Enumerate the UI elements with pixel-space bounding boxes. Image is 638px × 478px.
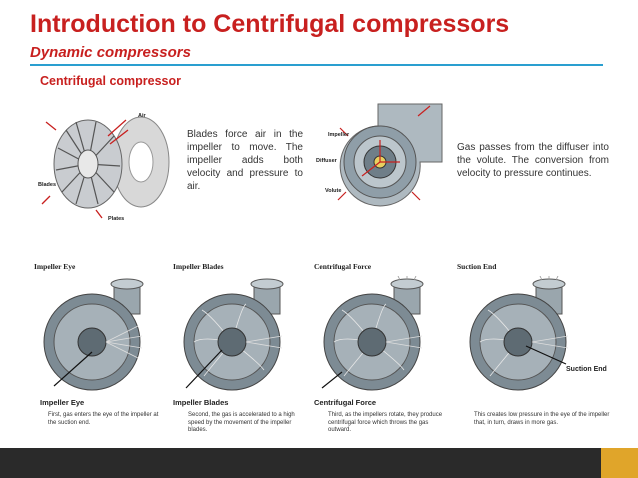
stage-caption-suction-end: This creates low pressure in the eye of … bbox=[474, 412, 610, 426]
stage-illustration-suction-end bbox=[469, 276, 569, 391]
label-volute: Volute bbox=[325, 188, 342, 194]
stage-label-impeller-blades: Impeller Blades bbox=[173, 398, 229, 407]
stage-illustration-impeller-blades bbox=[183, 278, 284, 391]
footer-accent bbox=[601, 448, 638, 478]
slide-subtitle: Dynamic compressors bbox=[30, 44, 191, 61]
label-diffuser: Diffuser bbox=[316, 158, 337, 164]
stage-title-impeller-blades: Impeller Blades bbox=[173, 262, 224, 271]
suction-end-callout: Suction End bbox=[566, 366, 607, 373]
volute-description: Gas passes from the diffuser into the vo… bbox=[457, 142, 609, 179]
impeller-exploded-diagram bbox=[41, 116, 170, 219]
impeller-description: Blades force air in the impeller to move… bbox=[187, 129, 303, 192]
volute-cross-section-diagram bbox=[337, 103, 443, 207]
stage-caption-centrifugal-force: Third, as the impellers rotate, they pro… bbox=[328, 412, 443, 433]
slide-title: Introduction to Centrifugal compressors bbox=[30, 10, 510, 38]
stage-title-centrifugal-force: Centrifugal Force bbox=[314, 262, 372, 271]
stage-caption-impeller-eye: First, gas enters the eye of the impelle… bbox=[48, 412, 159, 426]
stage-title-suction-end: Suction End bbox=[457, 262, 497, 271]
stage-label-centrifugal-force: Centrifugal Force bbox=[314, 398, 377, 407]
footer-bar bbox=[0, 448, 638, 478]
stage-illustration-centrifugal-force bbox=[321, 276, 424, 391]
label-impeller: Impeller bbox=[328, 132, 350, 138]
label-blades: Blades bbox=[38, 182, 57, 188]
title-divider bbox=[30, 64, 603, 66]
stage-caption-impeller-blades: Second, the gas is accelerated to a high… bbox=[188, 412, 295, 433]
stage-illustration-impeller-eye bbox=[43, 278, 144, 391]
stage-title-impeller-eye: Impeller Eye bbox=[34, 262, 76, 271]
label-air: Air bbox=[138, 113, 146, 119]
label-plates: Plates bbox=[108, 216, 125, 222]
stage-label-impeller-eye: Impeller Eye bbox=[40, 398, 85, 407]
section-heading: Centrifugal compressor bbox=[40, 74, 182, 88]
